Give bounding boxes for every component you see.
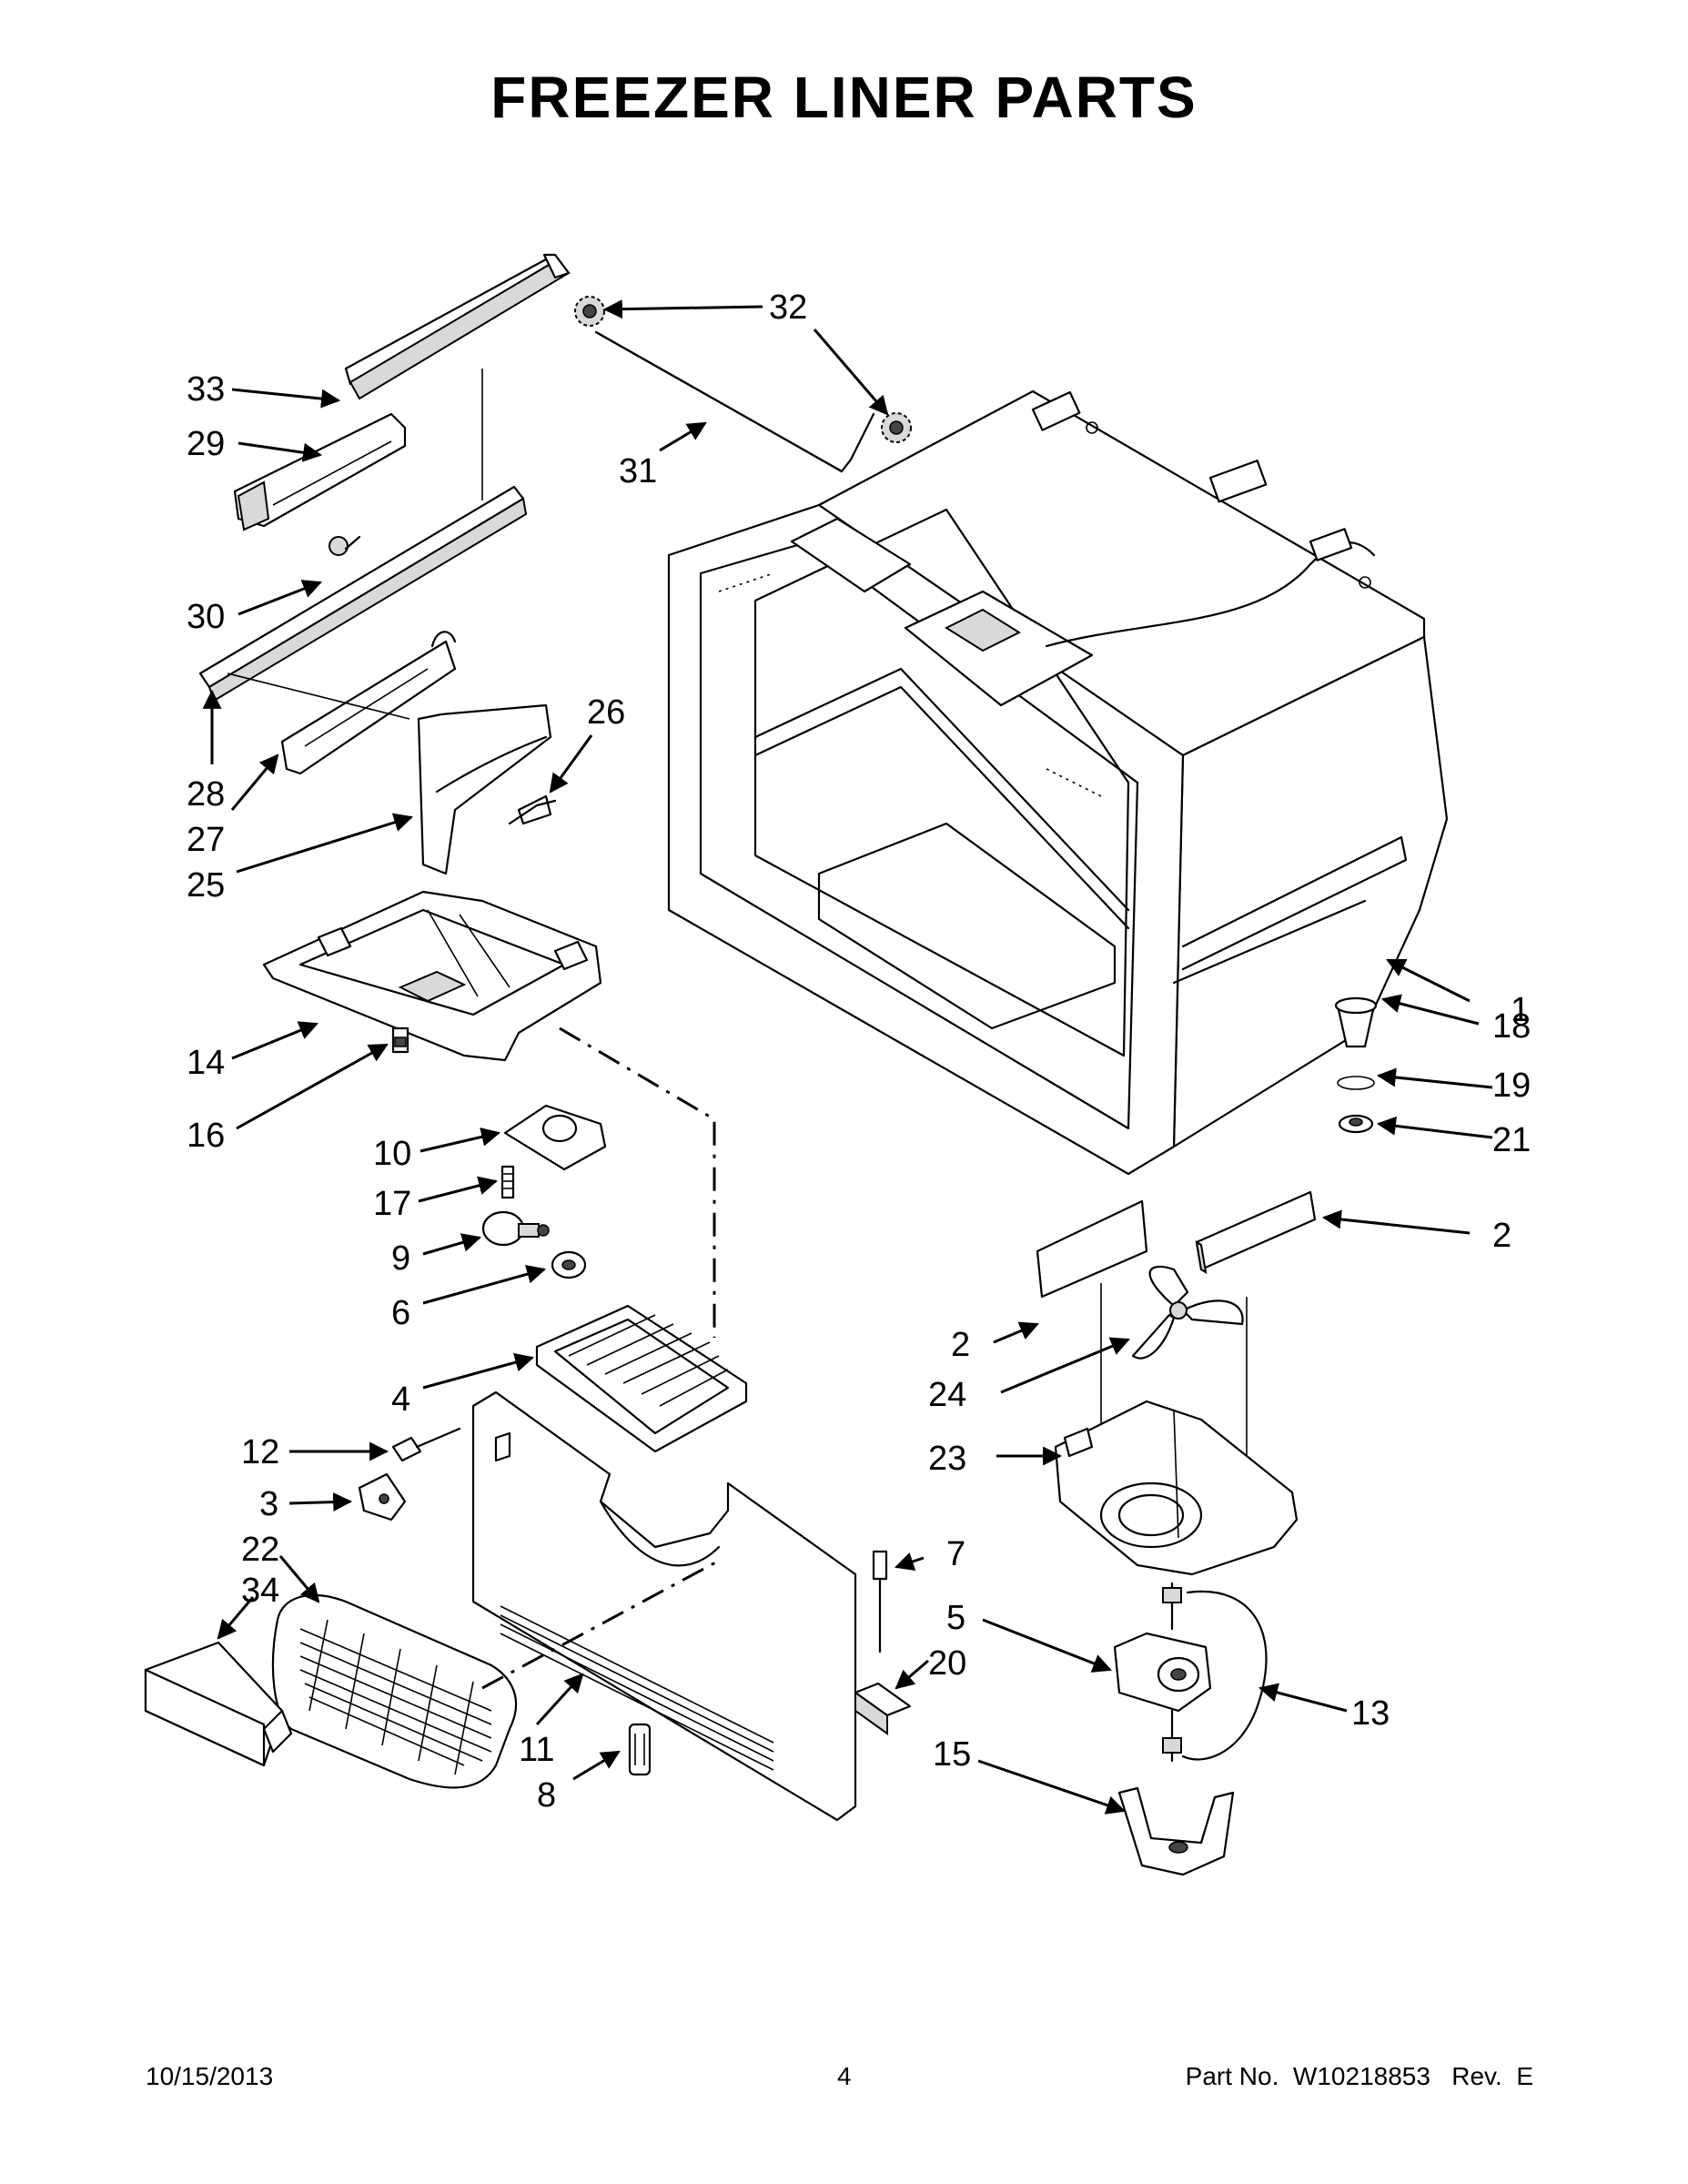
rear-panel-part bbox=[471, 1390, 857, 1822]
fan-motor-part bbox=[1113, 1582, 1212, 1763]
light-shield-part bbox=[535, 1304, 748, 1453]
callout-31: 31 bbox=[619, 452, 657, 490]
callout-21: 21 bbox=[1492, 1121, 1531, 1159]
callout-5: 5 bbox=[946, 1599, 965, 1637]
callout-27: 27 bbox=[187, 821, 225, 859]
callout-20: 20 bbox=[928, 1644, 966, 1683]
callout-2-right: 2 bbox=[1492, 1217, 1511, 1255]
callout-1: 1 bbox=[1511, 991, 1530, 1029]
footer-part-number: Part No. W10218853 Rev. E bbox=[1185, 2062, 1533, 2090]
switch-part bbox=[391, 1026, 409, 1054]
drain-grommet-part bbox=[1334, 996, 1378, 1134]
screw-bracket-part bbox=[358, 1427, 461, 1522]
callout-13: 13 bbox=[1351, 1694, 1390, 1733]
end-cap-part bbox=[144, 1641, 293, 1767]
callout-10: 10 bbox=[373, 1135, 411, 1173]
socket-part bbox=[551, 1250, 587, 1279]
screw-part bbox=[500, 1165, 515, 1199]
callout-16: 16 bbox=[187, 1117, 225, 1155]
callout-32: 32 bbox=[769, 288, 807, 327]
callout-12: 12 bbox=[241, 1433, 279, 1471]
callout-24: 24 bbox=[928, 1376, 966, 1414]
callout-26: 26 bbox=[587, 693, 625, 732]
fan-blade-part bbox=[1100, 1265, 1248, 1502]
callout-2-left: 2 bbox=[951, 1326, 970, 1364]
housing-part bbox=[503, 1104, 607, 1171]
grille-mesh bbox=[299, 1619, 492, 1775]
foam-pad-part bbox=[1036, 1190, 1317, 1299]
footer-date: 10/15/2013 bbox=[146, 2062, 274, 2090]
callout-34: 34 bbox=[241, 1572, 279, 1610]
callout-18: 18 bbox=[1492, 1007, 1531, 1046]
control-housing-part bbox=[262, 890, 602, 1062]
callout-9: 9 bbox=[391, 1239, 410, 1278]
slide-bracket-part bbox=[233, 412, 407, 531]
light-bulb-part bbox=[481, 1210, 550, 1247]
foam-strip-part bbox=[854, 1682, 912, 1735]
callout-11: 11 bbox=[519, 1731, 554, 1769]
callout-leaders bbox=[202, 299, 1493, 1815]
callout-29: 29 bbox=[187, 425, 225, 463]
callout-19: 19 bbox=[1492, 1067, 1531, 1105]
thermistor-part bbox=[872, 1550, 888, 1653]
callout-8: 8 bbox=[537, 1776, 556, 1815]
fan-shroud-part bbox=[1054, 1400, 1299, 1576]
callout-33: 33 bbox=[187, 370, 225, 409]
callout-28: 28 bbox=[187, 775, 225, 814]
freezer-liner-part bbox=[667, 389, 1449, 1176]
callout-3: 3 bbox=[259, 1485, 278, 1523]
callout-6: 6 bbox=[391, 1294, 410, 1332]
lower-bracket-part bbox=[227, 631, 457, 775]
callout-7: 7 bbox=[946, 1535, 965, 1573]
callout-15: 15 bbox=[933, 1735, 971, 1774]
callout-4: 4 bbox=[391, 1380, 410, 1419]
footer-page-number: 4 bbox=[837, 2062, 852, 2090]
top-rail-part bbox=[344, 253, 571, 400]
callout-25: 25 bbox=[187, 866, 225, 905]
gear-shaft-part bbox=[574, 296, 912, 473]
slide-rail-part bbox=[198, 369, 528, 703]
callout-22: 22 bbox=[241, 1531, 279, 1569]
clip-part bbox=[628, 1723, 652, 1776]
callout-labels: 33 29 30 28 27 25 26 32 31 14 16 10 17 9… bbox=[187, 288, 1531, 1815]
page-title: FREEZER LINER PARTS bbox=[490, 65, 1198, 130]
side-panel-part bbox=[417, 703, 557, 875]
callout-14: 14 bbox=[187, 1044, 225, 1082]
callout-23: 23 bbox=[928, 1440, 966, 1478]
grille-cover-part bbox=[271, 1593, 518, 1789]
callout-30: 30 bbox=[187, 598, 225, 636]
motor-bracket-part bbox=[1117, 1786, 1235, 1876]
callout-17: 17 bbox=[373, 1185, 411, 1223]
